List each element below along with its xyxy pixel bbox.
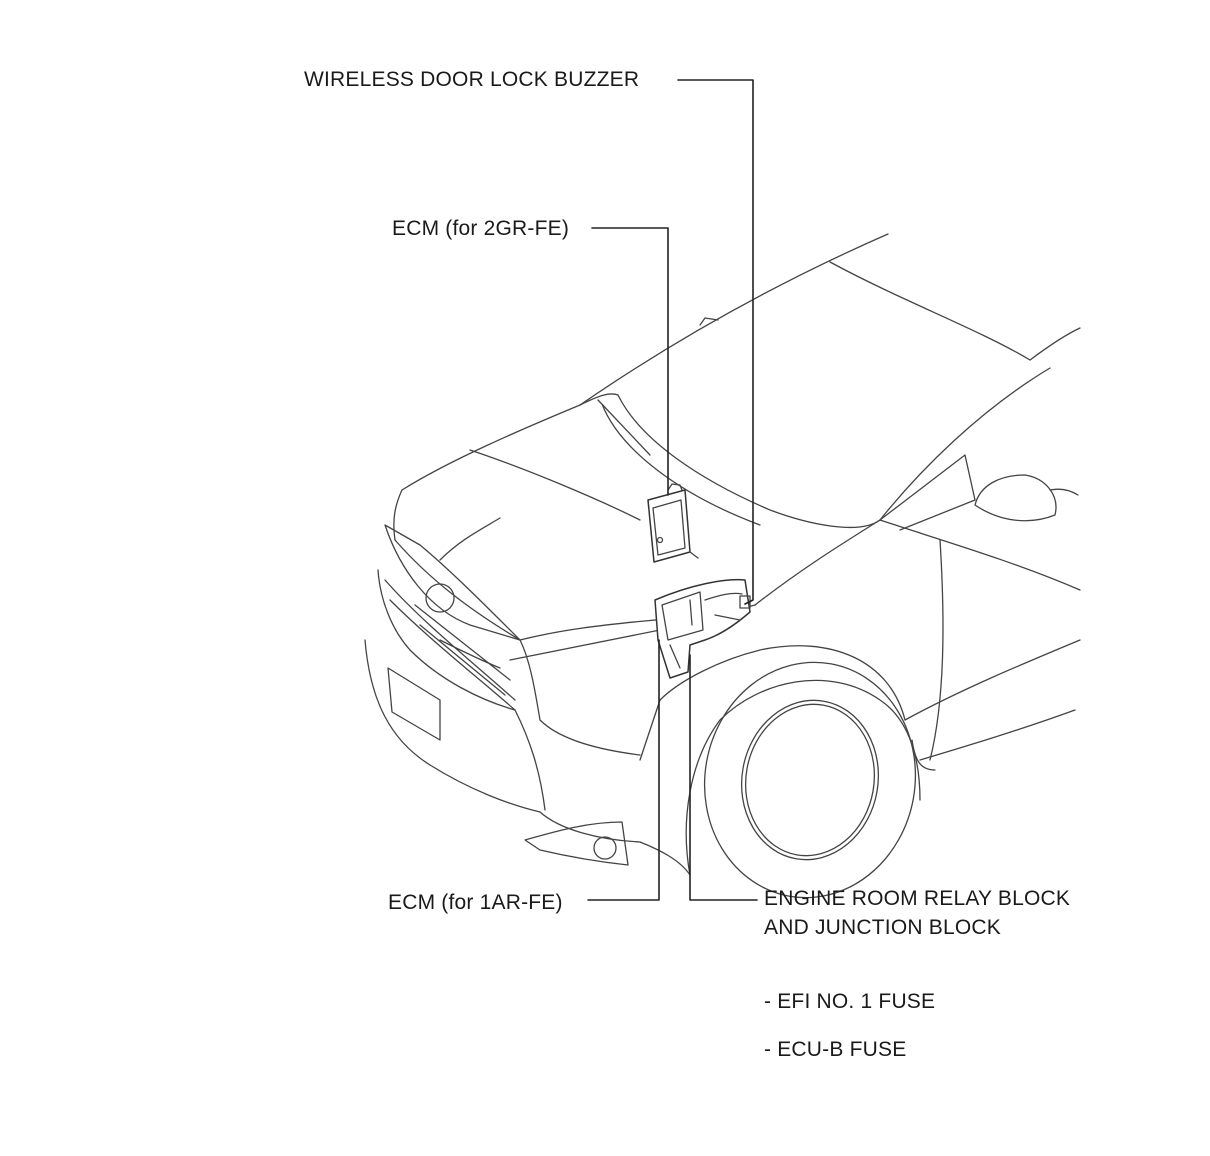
fuse-list-item: - ECU-B FUSE xyxy=(764,1038,907,1061)
fuse-list-item: - EFI NO. 1 FUSE xyxy=(764,990,936,1013)
leader-ecm-2gr xyxy=(591,227,669,496)
leader-relay-block xyxy=(689,654,758,901)
label-junction-block: AND JUNCTION BLOCK xyxy=(764,916,1001,939)
leader-ecm-1ar xyxy=(587,639,660,901)
label-ecm-1ar-fe: ECM (for 1AR-FE) xyxy=(388,891,563,914)
leader-wireless-buzzer xyxy=(677,79,754,605)
label-engine-room-relay-block: ENGINE ROOM RELAY BLOCK xyxy=(764,887,1071,910)
label-ecm-2gr-fe: ECM (for 2GR-FE) xyxy=(392,217,570,240)
vehicle-outline xyxy=(364,233,1081,899)
leader-lines xyxy=(587,79,758,901)
label-wireless-door-lock-buzzer: WIRELESS DOOR LOCK BUZZER xyxy=(304,68,640,91)
ecm-2gr-fe-unit xyxy=(647,483,699,563)
